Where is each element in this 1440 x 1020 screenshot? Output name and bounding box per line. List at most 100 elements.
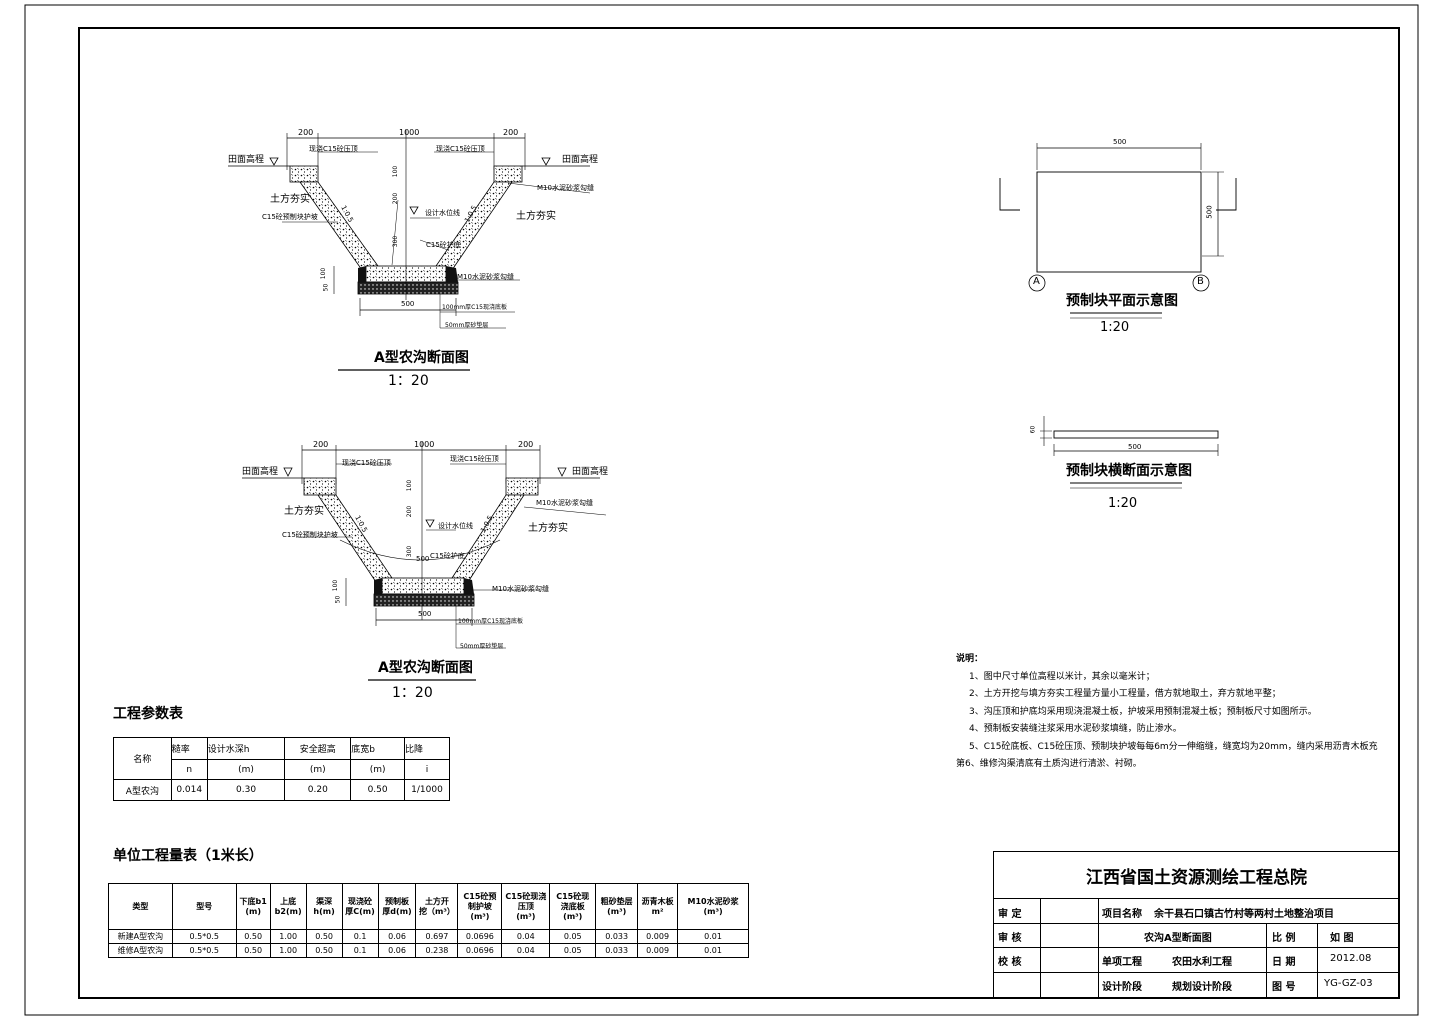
- sa-cap-label-left: 现浇C15砼压顶: [309, 145, 358, 153]
- params-table: 名称 糙率 设计水深h 安全超高 底宽b 比降 n (m) (m) (m) i …: [113, 737, 450, 801]
- quantity-header: 下底b1 (m): [235, 883, 271, 930]
- params-header: 底宽b: [350, 737, 406, 760]
- quantity-cell: 0.50: [305, 943, 343, 958]
- note-item: 2、土方开挖与填方夯实工程量方量小工程量，借方就地取土，弃方就地平整；: [969, 689, 1281, 699]
- sa-d-100: 100: [320, 267, 328, 280]
- quantity-cell: 0.1: [341, 929, 379, 944]
- tb-key: 设计阶段: [1102, 982, 1142, 993]
- sb-compacted-left: 土方夯实: [284, 506, 324, 517]
- quantity-cell: 0.0696: [457, 943, 503, 958]
- sa-bottom-protection-label: C15砼护底: [426, 241, 461, 249]
- sb-dim-bottom-inner: 500: [416, 555, 430, 563]
- quantity-header: 现浇砼 厚C(m): [341, 883, 379, 930]
- sb-dim-berm-left: 200: [313, 440, 329, 449]
- quantity-header: 类型: [108, 883, 173, 930]
- sa-water-level-label: 设计水位线: [425, 209, 460, 217]
- quantity-cell: 0.5*0.5: [171, 929, 237, 944]
- tb-drawing-name: 农沟A型断面图: [1144, 933, 1212, 944]
- params-header: 比降: [404, 737, 450, 760]
- title-block: 江西省国土资源测绘工程总院 审 定 项目名称 余干县石口镇古竹村等两村土地整治项…: [993, 851, 1400, 999]
- tb-key: 单项工程: [1102, 957, 1142, 968]
- params-table-title: 工程参数表: [113, 706, 183, 722]
- quantity-cell: 1.00: [269, 943, 307, 958]
- plan-marker-b: B: [1197, 276, 1204, 287]
- params-unit: (m): [284, 759, 352, 780]
- sa-gravel-label: 50mm厚砂垫层: [445, 322, 489, 329]
- tb-key: 日 期: [1272, 957, 1296, 968]
- plan-marker-a: A: [1033, 276, 1040, 287]
- params-cell: A型农沟: [113, 779, 172, 801]
- quantity-cell: 0.009: [637, 943, 679, 958]
- sb-water-level-label: 设计水位线: [438, 522, 473, 530]
- title-block-org: 江西省国土资源测绘工程总院: [1086, 867, 1307, 888]
- sb-d-50: 50: [334, 595, 342, 604]
- quantity-cell: 0.1: [341, 943, 379, 958]
- sa-ground-level-right: 田面高程: [562, 155, 599, 165]
- params-header: 安全超高: [284, 737, 352, 760]
- section-b-drawing: [242, 442, 607, 681]
- quantity-cell: 0.033: [595, 929, 639, 944]
- quantity-header: 渠深 h(m): [305, 883, 343, 930]
- sb-depth-200: 200: [406, 505, 414, 518]
- quantity-cell: 0.009: [637, 929, 679, 944]
- params-cell: 0.30: [206, 779, 286, 801]
- tb-scale-value: 如 图: [1330, 933, 1354, 944]
- psec-dim-thickness: 60: [1029, 425, 1037, 434]
- sb-mortar-label-2: M10水泥砂浆勾缝: [492, 585, 549, 593]
- sb-cap-label-left: 现浇C15砼压顶: [342, 459, 391, 467]
- params-header: 糙率: [170, 737, 208, 760]
- params-unit: n: [170, 759, 208, 780]
- psec-dim-width: 500: [1128, 443, 1142, 451]
- sa-mortar-label-2: M10水泥砂浆勾缝: [457, 273, 514, 281]
- sb-compacted-right: 土方夯实: [528, 523, 568, 534]
- quantity-cell: 0.04: [501, 943, 551, 958]
- sb-dim-bottom: 500: [418, 610, 432, 618]
- quantity-header: M10水泥砂浆 (m³): [677, 883, 749, 930]
- quantity-header: 预制板 厚d(m): [377, 883, 417, 930]
- plan-dim-height: 500: [1205, 205, 1214, 219]
- quantity-header: 上底 b2(m): [269, 883, 307, 930]
- quantity-header: 沥青木板 m²: [637, 883, 679, 930]
- quantity-cell: 0.50: [235, 943, 271, 958]
- sheet-outer-border: [24, 4, 1419, 1016]
- tb-role: 审 定: [998, 909, 1022, 920]
- params-cell: 0.50: [350, 779, 406, 801]
- sheet-inner-border: [78, 27, 1400, 999]
- sa-precast-label: C15砼预制块护坡: [262, 213, 318, 221]
- quantity-cell: 0.06: [377, 929, 417, 944]
- quantity-cell: 0.238: [415, 943, 459, 958]
- params-cell: 0.014: [170, 779, 208, 801]
- sb-bottom-protection-label: C15砼护底: [430, 552, 465, 560]
- quantity-header: 粗砂垫层 (m³): [595, 883, 639, 930]
- quantity-header: 型号: [171, 883, 237, 930]
- quantity-cell: 0.05: [549, 929, 597, 944]
- note-item: 5、C15砼底板、C15砼压顶、预制块护坡每每6m分一伸缩缝，缝宽均为20mm，…: [969, 741, 1378, 752]
- sb-d-100: 100: [332, 579, 340, 592]
- sa-compacted-right: 土方夯实: [516, 211, 556, 222]
- quantity-cell: 0.033: [595, 943, 639, 958]
- notes-block: 说明： 1、图中尺寸单位高程以米计，其余以毫米计； 2、土方开挖与填方夯实工程量…: [956, 651, 1378, 774]
- quantity-table: 类型型号下底b1 (m)上底 b2(m)渠深 h(m)现浇砼 厚C(m)预制板 …: [108, 883, 749, 958]
- params-cell: 1/1000: [404, 779, 450, 801]
- quantity-cell: 维修A型农沟: [108, 943, 173, 958]
- tb-design-stage: 规划设计阶段: [1172, 982, 1232, 993]
- params-unit: (m): [206, 759, 286, 780]
- tb-date: 2012.08: [1330, 953, 1372, 964]
- sa-depth-300: 300: [392, 235, 400, 248]
- plan-title: 预制块平面示意图: [1066, 293, 1178, 309]
- sb-cap-label-right: 现浇C15砼压顶: [450, 455, 499, 463]
- plan-dim-width: 500: [1113, 138, 1127, 146]
- params-unit: (m): [350, 759, 406, 780]
- sb-dim-top-width: 1000: [414, 440, 435, 449]
- sa-depth-200: 200: [392, 192, 400, 205]
- sb-title: A型农沟断面图: [378, 660, 473, 676]
- tb-project-name: 余干县石口镇古竹村等两村土地整治项目: [1154, 909, 1334, 920]
- quantity-cell: 0.06: [377, 943, 417, 958]
- params-unit: i: [404, 759, 450, 780]
- precast-section-drawing: [1040, 416, 1219, 489]
- section-a-drawing: [228, 130, 591, 371]
- quantity-cell: 0.0696: [457, 929, 503, 944]
- sb-ground-level-right: 田面高程: [572, 467, 609, 477]
- psec-scale: 1:20: [1108, 496, 1138, 511]
- params-header: 设计水深h: [206, 737, 286, 760]
